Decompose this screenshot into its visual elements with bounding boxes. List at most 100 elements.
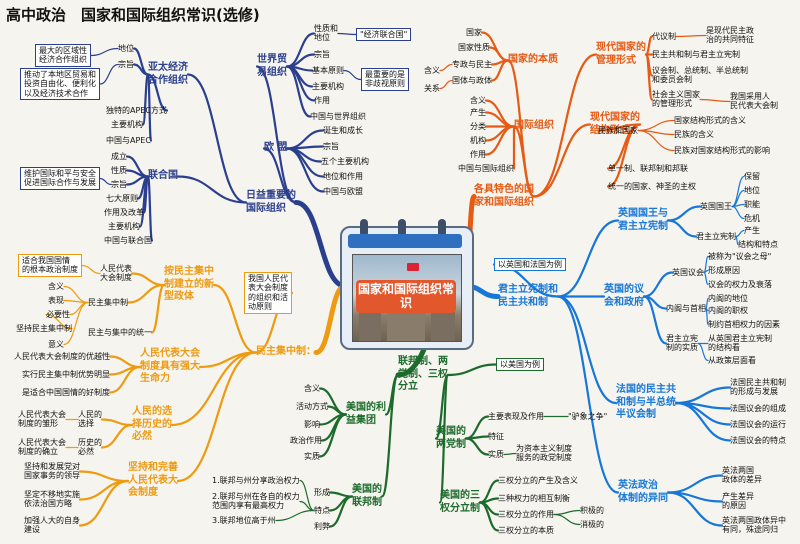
node-o-n6: 国体与政体 — [452, 76, 492, 85]
node-g-t1c: "驴象之争" — [568, 412, 608, 421]
node-wto-c2: 最重要的是非歧视原则 — [361, 68, 409, 91]
node-y-n1: 人民代表大会制度 — [100, 264, 132, 283]
edge-blue-main-to-wto — [255, 65, 298, 204]
node-y-ex: 我国人民代表大会制度的组织和活动原则 — [244, 272, 292, 314]
node-o-n4: 关系 — [424, 84, 440, 93]
edge-blue-main-to-un — [176, 175, 248, 204]
edge-y-main-to-y-imp — [176, 351, 258, 483]
edge-y-n1-to-y-n1c — [81, 264, 101, 275]
node-sb-p1c: 议会的权力及衰落 — [708, 280, 772, 289]
edge-o-gov-to-o-g4 — [644, 53, 654, 101]
node-o-s3: 统一的国家、神圣的主权 — [608, 182, 696, 191]
edge-g-two-to-g-t3 — [464, 437, 490, 456]
node-un-r6: 主要机构 — [108, 222, 140, 231]
edge-wto-to-wto-r6 — [285, 65, 312, 118]
edge-y-sel-to-y-s1 — [100, 418, 134, 427]
node-o-str: 现代国家的结构形式 — [590, 112, 640, 136]
node-un-c1: 维护国际和平与安全促进国际合作与发展 — [20, 167, 100, 190]
edge-y-d3-to-y-d4 — [45, 313, 73, 330]
edge-sb-uk1-to-sb-uk1d — [731, 205, 745, 220]
node-o-g3: 议会制、总统制、半总统制和委员会制 — [652, 66, 748, 85]
node-o-s1b: 民族的含义 — [674, 130, 714, 139]
node-o-n5: 专政与民主 — [452, 60, 492, 69]
node-wto-c1: "经济联合国" — [356, 28, 412, 42]
node-o-n3: 含义 — [424, 66, 440, 75]
node-asean-r2: 宗旨 — [118, 60, 134, 69]
node-asean-r1: 地位 — [118, 44, 134, 53]
node-sb-ex: 以英国和法国为例 — [494, 258, 566, 272]
node-y-s1: 人民的选择 — [78, 410, 102, 429]
node-wto: 世界贸易组织 — [257, 54, 287, 78]
node-y-a2: 实行民主集中制优势明显 — [22, 370, 110, 379]
edge-g-main-to-g-fed — [380, 373, 400, 498]
edge-sb-fr-to-sb-f1 — [674, 386, 732, 405]
node-g-s3a: 积极的 — [580, 506, 604, 515]
node-sb-p2a: 内阁的地位 — [708, 294, 748, 303]
node-o-o3: 分类 — [470, 122, 486, 131]
node-g-two: 美国的两党制 — [436, 426, 466, 450]
node-y-a1: 人民代表大会制度的优越性 — [14, 352, 110, 361]
node-g-f3: 利弊 — [314, 522, 330, 531]
node-un-r2: 性质 — [111, 166, 127, 175]
node-wto-r4: 主要机构 — [312, 82, 344, 91]
edge-o-g1-to-o-g1c — [675, 34, 707, 38]
node-wto-r5: 作用 — [314, 96, 330, 105]
node-sb-f3: 法国议会的运行 — [730, 420, 786, 429]
node-o-nat: 国家的本质 — [508, 54, 558, 65]
edge-o-s1-to-o-s1a — [637, 119, 675, 132]
node-sb-p1b: 形成原因 — [708, 266, 740, 275]
edge-g-int-to-g-i5 — [318, 413, 348, 458]
node-sb-pl3: 英法两国政体异中有同，殊途同归 — [722, 516, 786, 535]
node-un-r3: 宗旨 — [111, 180, 127, 189]
node-o-s1: 民族和国家 — [598, 126, 638, 135]
edge-o-nat-to-o-n2 — [488, 46, 510, 62]
node-asean-r3: 独特的APEC方式 — [106, 106, 167, 115]
node-un-r4: 七大原则 — [106, 194, 138, 203]
edge-sb-uk2-to-sb-uk2a — [735, 229, 745, 238]
node-o-gov: 现代国家的管理形式 — [596, 42, 646, 66]
node-sb-p1a: 被称为"议会之母" — [708, 252, 772, 261]
node-un-r7: 中国与联合国 — [104, 236, 152, 245]
node-y-imp: 坚持和完善人民代表大会制度 — [128, 462, 178, 498]
node-g-s3: 三权分立的作用 — [498, 510, 554, 519]
calendar-ring-icon — [360, 219, 368, 237]
edge-y-adv-to-y-a1 — [108, 355, 142, 369]
node-eu-r2: 宗旨 — [323, 142, 339, 151]
node-g-ex: 以美国为例 — [496, 358, 544, 372]
node-g-t1: 主要表现及作用 — [488, 412, 544, 421]
node-y-i2: 坚定不移地实施依法治国方略 — [24, 490, 80, 509]
node-y-adv: 人民代表大会制度具有强大生命力 — [140, 348, 200, 384]
edge-sb-main-to-sb-pol — [556, 295, 620, 494]
edge-un-r3-to-un-c1 — [99, 177, 112, 186]
edge-sb-par-to-sb-p3 — [642, 295, 668, 345]
edge-wto-r3-to-wto-c2 — [343, 69, 362, 81]
node-g-f2c: 3.联邦地位高于州 — [212, 516, 276, 525]
edge-center-to-blue-main — [293, 200, 348, 289]
node-wto-r6: 中国与世界组织 — [310, 112, 366, 121]
edge-y-imp-to-y-i1 — [78, 470, 130, 483]
node-sb-fr: 法国的民主共和制与半总统半议会制 — [616, 384, 676, 420]
node-g-sep: 美国的三权分立制 — [440, 490, 480, 514]
node-sb-main: 君主立宪制和民主共和制 — [498, 284, 558, 308]
edge-sb-par-to-sb-p1 — [642, 271, 674, 298]
node-blue-main: 日益重要的国际组织 — [246, 190, 296, 214]
node-sb-pol: 英法政治体制的异同 — [618, 480, 668, 504]
node-o-o5: 作用 — [470, 150, 486, 159]
node-o-org: 国际组织 — [514, 120, 554, 131]
node-un-r5: 作用及改革 — [104, 208, 144, 217]
node-sb-f4: 法国议会的特点 — [730, 436, 786, 445]
central-topic-calendar: 国家和国际组织常识 — [340, 219, 474, 350]
node-o-n1: 国家 — [466, 28, 482, 37]
node-o-o2: 产生 — [470, 108, 486, 117]
edge-g-sep-to-g-s4 — [478, 501, 500, 532]
edge-orange-main-to-o-gov — [532, 53, 598, 198]
edge-asean-to-asean-r3 — [146, 73, 169, 112]
edge-y-imp-to-y-i3 — [78, 479, 130, 527]
edge-g-s3-to-g-s3a — [553, 509, 581, 516]
node-un: 联合国 — [148, 170, 178, 181]
node-sb-f2: 法国议会的组成 — [730, 404, 786, 413]
node-sb-uk1b: 地位 — [744, 186, 760, 195]
node-g-s4: 三权分立的本质 — [498, 526, 554, 535]
edge-y-new-to-y-dc — [126, 283, 166, 304]
